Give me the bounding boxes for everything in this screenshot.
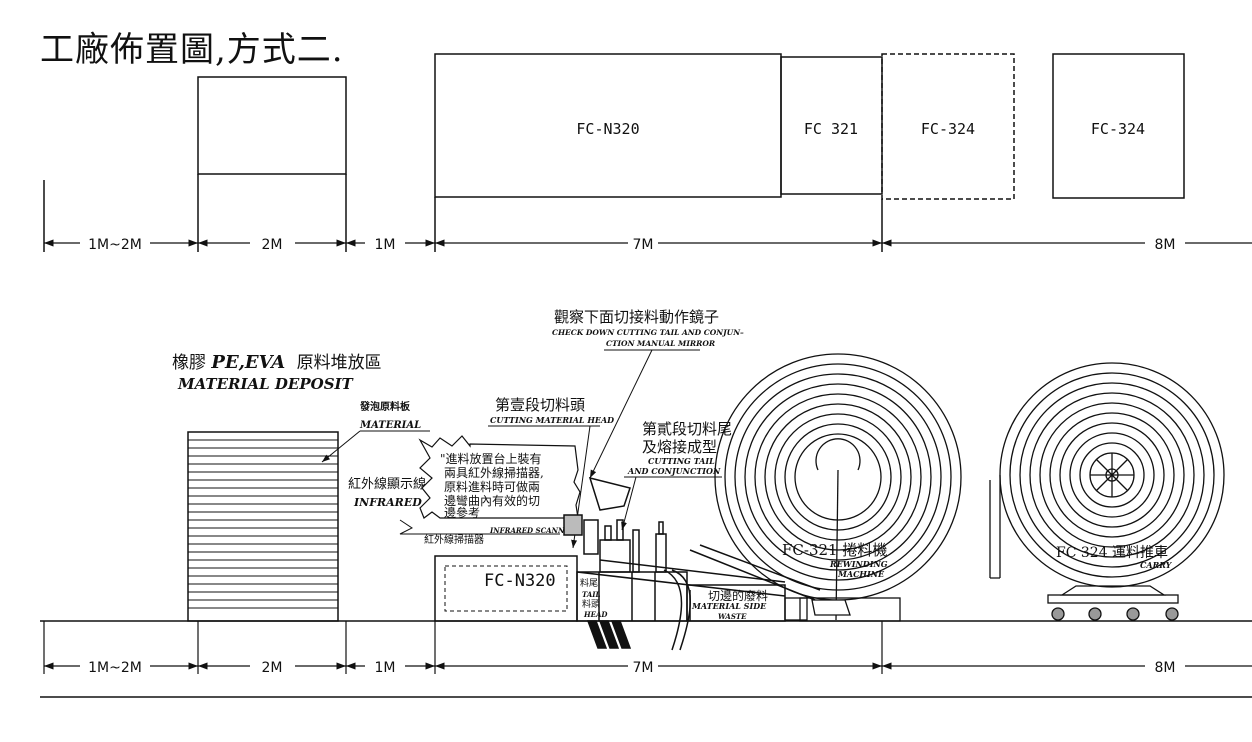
note-line-3: 原料進料時可做兩 [444,479,540,494]
material-stack-top [197,76,347,175]
mirror-label-en-1: CHECK DOWN CUTTING TAIL AND CONJUN– [552,328,744,337]
tail-label-zh-2: 及熔接成型 [642,438,717,456]
waste-label-en-1: MATERIAL SIDE [691,601,767,611]
rewind-label-en-1: REWINDING [829,559,888,569]
top-view [43,53,1185,252]
infrared-label-zh: 紅外線顯示線 [348,476,426,492]
note-line-4: 邊彎曲內有效的切 [444,493,540,508]
machine-label: FC-N320 [484,571,556,591]
note-line-5: 邊參考 [444,505,480,520]
material-stack-side [187,431,339,622]
carry-coil [989,362,1225,621]
rewind-label-en-2: MACHINE [837,569,885,579]
top-label-fc-324-b: FC-324 [1091,120,1145,138]
scanner-label-en: INFRARED SCANNER [489,526,576,535]
head-small-en: HEAD [583,610,608,619]
note-box [418,435,581,519]
deposit-label-zh: 橡膠 PE,EVA 原料堆放區 [172,352,382,373]
mirror-leader [589,349,700,479]
dim-top-4: 7M [633,237,654,253]
page-title: 工廠佈置圖,方式二. [40,30,344,70]
dim-bottom-2: 2M [262,660,283,676]
tail-label-en-1: CUTTING TAIL [648,456,715,466]
dim-bottom-5: 8M [1155,660,1176,676]
infrared-label-en: INFRARED [353,496,422,509]
fc-324-box [1052,53,1185,199]
carry-label-zh: FC 324 運料推車 [1056,544,1168,561]
dim-top-2: 2M [262,237,283,253]
top-label-fc-n320: FC-N320 [576,120,639,138]
head-small-zh: 料頭 [582,598,600,610]
scanner-leader [399,519,560,535]
mirror-label-zh: 觀察下面切接料動作鏡子 [554,308,719,326]
note-line-1: "進料放置台上裝有 [440,451,542,466]
fc-324-box-dashed [881,53,1015,200]
rewind-label-zh: FC-321 捲料機 [782,541,887,559]
tail-small-en: TAIL [582,590,601,599]
waste-label-zh: 切邊的廢料 [708,588,768,603]
dim-top-3: 1M [375,237,396,253]
material-label-zh: 發泡原料板 [359,400,411,413]
tail-leader [621,476,722,531]
head-label-zh: 第壹段切料頭 [495,396,585,414]
tail-label-zh-1: 第貳段切料尾 [642,420,732,438]
tail-label-en-2: AND CONJUNCTION [627,466,721,476]
carry-label-en: CARRY [1140,560,1173,570]
scanner-label-zh: 紅外線掃描器 [424,533,484,546]
dim-bottom-1: 1M~2M [88,660,142,676]
head-label-en: CUTTING MATERIAL HEAD [490,415,614,425]
rewind-coil [714,353,962,622]
top-label-fc-324-a: FC-324 [921,120,975,138]
dim-bottom-4: 7M [633,660,654,676]
dim-bottom-3: 1M [375,660,396,676]
material-leader [321,430,430,463]
top-label-fc-321: FC 321 [804,120,858,138]
waste-label-en-2: WASTE [718,612,747,621]
tail-small-zh: 料尾 [580,577,598,589]
deposit-label-en: MATERIAL DEPOSIT [177,375,355,393]
note-line-2: 兩具紅外線掃描器, [444,465,544,480]
dim-top-1: 1M~2M [88,237,142,253]
mirror-label-en-2: CTION MANUAL MIRROR [606,339,715,348]
material-label-en: MATERIAL [359,420,421,431]
dim-top-5: 8M [1155,237,1176,253]
